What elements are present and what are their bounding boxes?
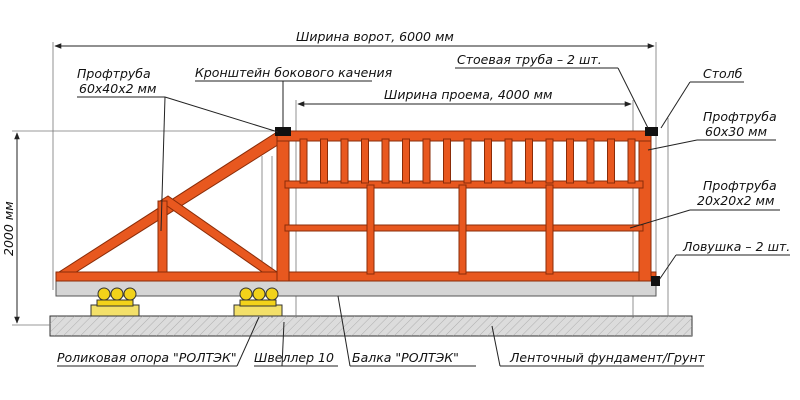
lower-vertical bbox=[545, 184, 554, 275]
callout-channel: Швеллер 10 bbox=[254, 321, 338, 367]
profile-60x30-label-line1: Профтруба bbox=[703, 109, 777, 124]
profile-20x20-label-line1: Профтруба bbox=[703, 178, 777, 193]
picket bbox=[320, 138, 328, 184]
picket bbox=[463, 138, 472, 184]
catcher-label: Ловушка – 2 шт. bbox=[682, 239, 790, 254]
gate-width-dimension: Ширина ворот, 6000 мм bbox=[52, 29, 657, 290]
picket bbox=[586, 138, 595, 184]
callout-profile-60x40: Профтруба 60x40x2 мм bbox=[77, 66, 279, 232]
height-label: 2000 мм bbox=[1, 201, 16, 256]
picket bbox=[504, 138, 513, 184]
picket bbox=[545, 138, 554, 184]
callout-pillar: Столб bbox=[660, 66, 744, 129]
bracket-label: Кронштейн бокового качения bbox=[195, 65, 393, 80]
lower-vertical bbox=[366, 184, 375, 275]
callout-post-pipe: Стоевая труба – 2 шт. bbox=[455, 52, 649, 129]
roller-support-right bbox=[233, 287, 283, 317]
picket bbox=[299, 138, 308, 184]
bracket-cap bbox=[275, 127, 291, 136]
profile-20x20-label-line2: 20x20x2 мм bbox=[697, 193, 774, 208]
picket bbox=[627, 138, 636, 184]
bottom-rail bbox=[55, 271, 657, 282]
triangle-inner-brace bbox=[159, 195, 279, 277]
foundation bbox=[49, 315, 693, 337]
callout-roller-support: Роликовая опора "РОЛТЭК" bbox=[57, 316, 260, 367]
picket bbox=[402, 138, 410, 184]
picket bbox=[361, 138, 369, 184]
opening-width-label: Ширина проема, 4000 мм bbox=[384, 87, 552, 102]
picket bbox=[525, 138, 533, 184]
frame-left-post bbox=[276, 130, 290, 282]
callout-beam: Балка "РОЛТЭК" bbox=[337, 295, 476, 367]
height-dimension: 2000 мм bbox=[1, 130, 280, 326]
post-pipe-label: Стоевая труба – 2 шт. bbox=[457, 52, 602, 67]
beam-label: Балка "РОЛТЭК" bbox=[352, 350, 459, 365]
picket bbox=[566, 138, 574, 184]
triangle-vertical-post bbox=[157, 200, 168, 276]
foundation-hatch bbox=[50, 316, 692, 336]
frame-right-post bbox=[638, 130, 652, 282]
picket-group bbox=[299, 138, 636, 184]
catcher-block bbox=[651, 276, 660, 286]
profile-60x40-label-line2: 60x40x2 мм bbox=[79, 81, 156, 96]
gate-frame bbox=[55, 130, 657, 282]
roller-supports bbox=[90, 287, 283, 317]
post-caps bbox=[275, 127, 660, 286]
post-cap-right bbox=[645, 127, 658, 136]
callout-foundation: Ленточный фундамент/Грунт bbox=[491, 325, 706, 367]
lower-vertical bbox=[458, 184, 467, 275]
picket bbox=[422, 138, 431, 184]
profile-60x30-label-line2: 60x30 мм bbox=[705, 124, 767, 139]
callout-profile-60x30: Профтруба 60x30 мм bbox=[647, 109, 777, 151]
pillar-label: Столб bbox=[703, 66, 743, 81]
profile-60x40-label-line1: Профтруба bbox=[77, 66, 151, 81]
picket bbox=[484, 138, 492, 184]
picket bbox=[443, 138, 451, 184]
picket bbox=[607, 138, 615, 184]
foundation-label: Ленточный фундамент/Грунт bbox=[509, 350, 706, 365]
roller-support-label: Роликовая опора "РОЛТЭК" bbox=[57, 350, 237, 365]
callout-bracket: Кронштейн бокового качения bbox=[195, 65, 393, 127]
gate-beam bbox=[55, 280, 657, 297]
roller-support-left bbox=[90, 287, 140, 317]
picket bbox=[381, 138, 390, 184]
channel-label: Швеллер 10 bbox=[254, 350, 334, 365]
callout-catcher: Ловушка – 2 шт. bbox=[658, 239, 790, 281]
callout-profile-20x20: Профтруба 20x20x2 мм bbox=[629, 178, 780, 229]
gate-width-label: Ширина ворот, 6000 мм bbox=[296, 29, 454, 44]
picket bbox=[340, 138, 349, 184]
